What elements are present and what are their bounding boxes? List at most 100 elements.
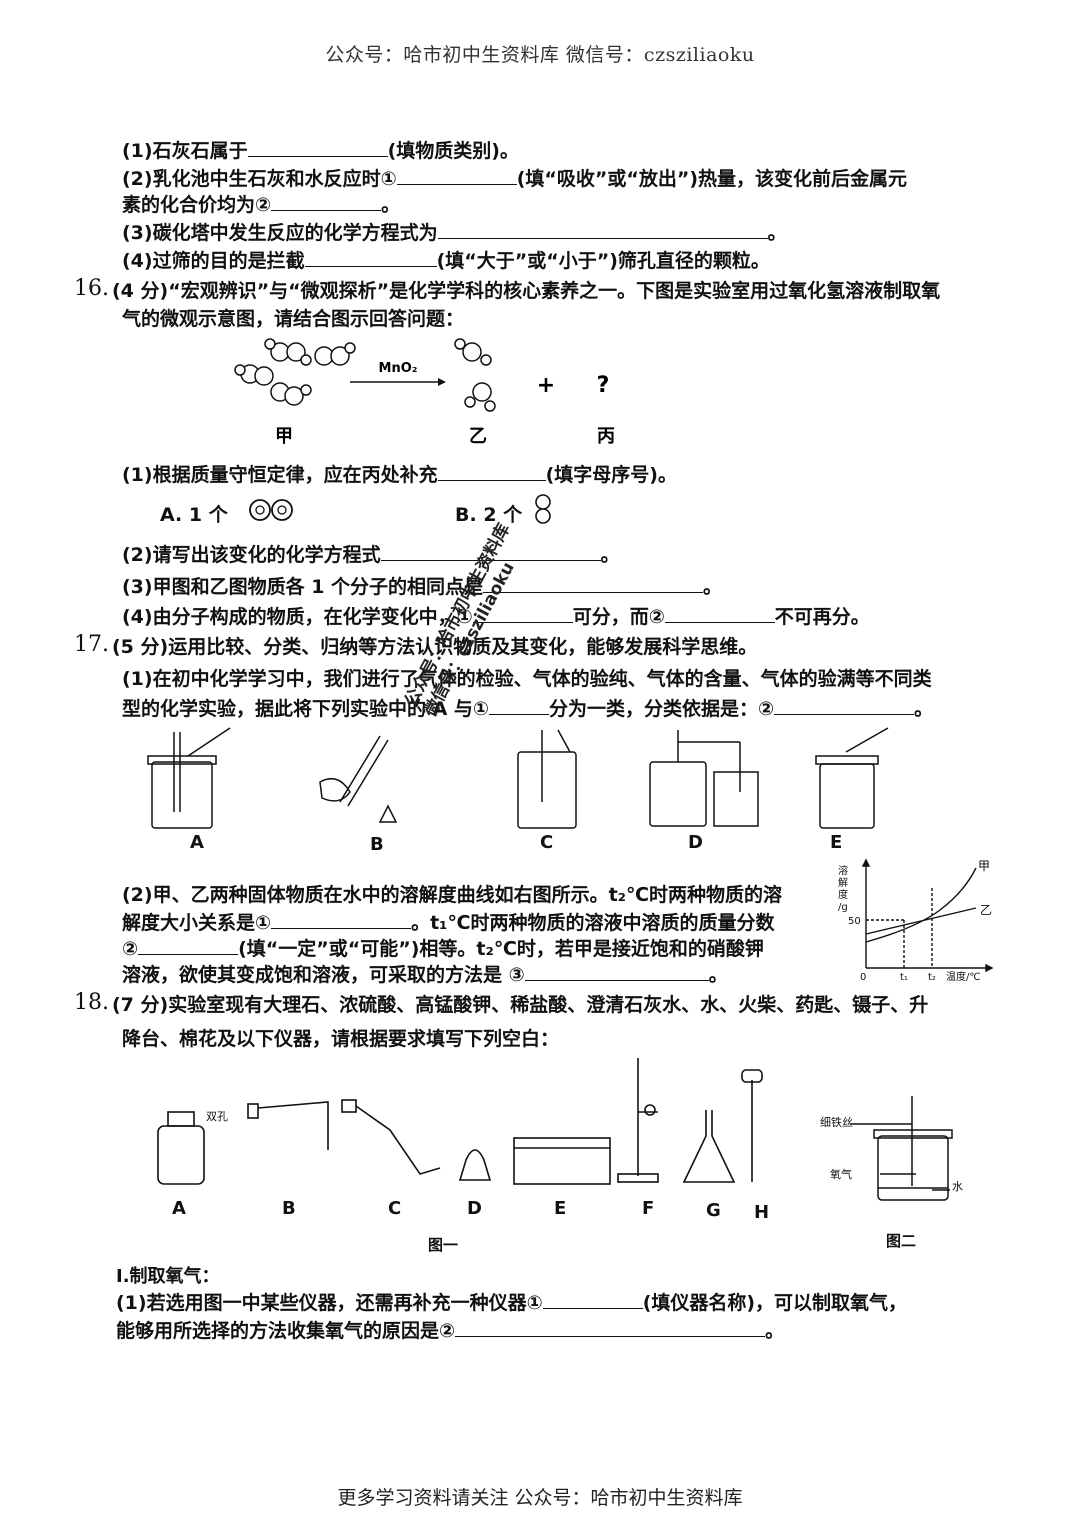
- svg-text:细铁丝: 细铁丝: [820, 1116, 853, 1129]
- apparatus-a: [147, 727, 231, 829]
- q16-sub1: (1)根据质量守恒定律，应在丙处补充(填字母序号)。: [122, 462, 677, 486]
- q17-number: 17.: [74, 632, 109, 657]
- instrument-h: [741, 1069, 763, 1182]
- svg-text:/g: /g: [838, 902, 848, 913]
- apparatus-label-b: B: [370, 834, 384, 855]
- instrument-label-e: E: [554, 1198, 567, 1219]
- svg-text:t₂: t₂: [928, 972, 936, 983]
- apparatus-e: [815, 727, 889, 829]
- q16-stem-line2: 气的微观示意图，请结合图示回答问题：: [122, 308, 465, 330]
- q15-blank2[interactable]: [396, 166, 517, 185]
- q15-line5: (4)过筛的目的是拦截(填“大于”或“小于”)筛孔直径的颗粒。: [122, 248, 770, 272]
- svg-text:氧气: 氧气: [830, 1167, 852, 1181]
- svg-text:解: 解: [838, 876, 848, 889]
- q16-blank4[interactable]: [472, 604, 573, 623]
- q15-line3: 素的化合价均为②。: [122, 192, 401, 216]
- curve-yi: [865, 907, 977, 935]
- q15-line2: (2)乳化池中生石灰和水反应时①(填“吸收”或“放出”)热量，该变化前后金属元: [122, 166, 908, 190]
- instrument-d: [458, 1149, 492, 1181]
- q17-sub2-line3: ②(填“一定”或“可能”)相等。t₂℃时，若甲是接近饱和的硝酸钾: [122, 936, 764, 960]
- q17-blank4[interactable]: [138, 936, 239, 955]
- q15-blank1[interactable]: [247, 138, 388, 157]
- q17-blank5[interactable]: [524, 962, 709, 981]
- q17-blank3[interactable]: [271, 910, 412, 929]
- q17-sub2-line1: (2)甲、乙两种固体物质在水中的溶解度曲线如右图所示。t₂℃时两种物质的溶: [122, 884, 783, 906]
- svg-text:乙: 乙: [980, 903, 992, 917]
- q16-sub3: (3)甲图和乙图物质各 1 个分子的相同点是。: [122, 574, 723, 598]
- instrument-label-g: G: [706, 1200, 721, 1221]
- svg-text:温度/℃: 温度/℃: [946, 970, 981, 983]
- h2-molecule-icon: [535, 494, 551, 524]
- q15-blank3[interactable]: [271, 192, 382, 211]
- figure-1-caption: 图一: [428, 1236, 459, 1254]
- q17-sub1-line1: (1)在初中化学学习中，我们进行了气体的检验、气体的验纯、气体的含量、气体的验满…: [122, 668, 932, 690]
- q18-sub1-line2: 能够用所选择的方法收集氧气的原因是②。: [116, 1318, 785, 1342]
- q17-blank2[interactable]: [774, 696, 915, 715]
- apparatus-b: [319, 735, 398, 823]
- tick-50: 50: [848, 916, 861, 927]
- instrument-label-h: H: [754, 1202, 770, 1223]
- curve-jia: [865, 867, 977, 943]
- solubility-curve-graph: 50 0 t₁ t₂ 温度/℃ 溶解度/g 甲 乙: [838, 858, 994, 983]
- q17-sub2-line2: 解度大小关系是①。t₁℃时两种物质的溶液中溶质的质量分数: [122, 910, 775, 934]
- h2o2-molecule: [234, 364, 274, 386]
- figure-2-caption: 图二: [886, 1232, 917, 1250]
- instrument-b: 双孔: [206, 1101, 329, 1150]
- apparatus-label-c: C: [540, 832, 554, 853]
- plus-sign: +: [537, 373, 555, 398]
- label-yi: 乙: [469, 426, 487, 447]
- instrument-e: [513, 1137, 611, 1185]
- option-b: B. 2 个: [455, 504, 523, 526]
- q16-blank3[interactable]: [483, 574, 704, 593]
- q18-number: 18.: [74, 990, 109, 1015]
- svg-text:t₁: t₁: [900, 972, 908, 983]
- q18-blank1[interactable]: [542, 1290, 643, 1309]
- apparatus-label-d: D: [688, 832, 703, 853]
- q16-blank5[interactable]: [664, 604, 775, 623]
- instrument-label-a: A: [172, 1198, 186, 1219]
- q16-number: 16.: [74, 276, 109, 301]
- instrument-a: [157, 1111, 205, 1185]
- svg-text:甲: 甲: [978, 859, 990, 873]
- q16-stem-line1: (4 分)“宏观辨识”与“微观探析”是化学学科的核心素养之一。下图是实验室用过氧…: [112, 280, 941, 302]
- q18-stem-line2: 降台、棉花及以下仪器，请根据要求填写下列空白：: [122, 1028, 560, 1050]
- svg-text:水: 水: [952, 1180, 963, 1193]
- instrument-g: [682, 1110, 736, 1183]
- svg-text:度: 度: [838, 888, 848, 901]
- q16-blank2[interactable]: [380, 542, 601, 561]
- q18-part1-heading: Ⅰ.制取氧气：: [116, 1266, 220, 1287]
- water-molecule: [454, 338, 492, 366]
- q16-blank1[interactable]: [437, 462, 546, 481]
- page-footer: 更多学习资料请关注 公众号：哈市初中生资料库: [337, 1487, 743, 1509]
- q17-stem: (5 分)运用比较、分类、归纳等方法认识物质及其变化，能够发展科学思维。: [112, 636, 758, 658]
- water-molecule: [464, 382, 496, 412]
- instrument-set: 双孔: [157, 1058, 763, 1185]
- instrument-f: [617, 1058, 659, 1183]
- h2o2-molecule: [264, 338, 312, 366]
- svg-text:双孔: 双孔: [206, 1110, 228, 1123]
- question-mark: ?: [597, 373, 610, 398]
- page-header: 公众号：哈市初中生资料库 微信号：czsziliaoku: [325, 44, 755, 66]
- q18-blank2[interactable]: [455, 1318, 766, 1337]
- instrument-label-c: C: [388, 1198, 402, 1219]
- apparatus-label-e: E: [830, 832, 843, 853]
- label-bing: 丙: [597, 426, 615, 447]
- q15-blank5[interactable]: [304, 248, 437, 267]
- instrument-c: [341, 1099, 441, 1175]
- label-jia: 甲: [275, 426, 293, 447]
- q17-blank1[interactable]: [489, 696, 550, 715]
- q15-line1: (1)石灰石属于(填物质类别)。: [122, 138, 519, 162]
- apparatus-label-a: A: [190, 832, 204, 853]
- q18-stem-line1: (7 分)实验室现有大理石、浓硫酸、高锰酸钾、稀盐酸、澄清石灰水、水、火柴、药匙…: [112, 994, 929, 1016]
- q15-blank4[interactable]: [437, 220, 768, 239]
- o2-molecule-icon: [249, 499, 293, 521]
- option-a: A. 1 个: [160, 504, 228, 526]
- gas-experiments: [147, 727, 889, 829]
- q17-sub2-line4: 溶液，欲使其变成饱和溶液，可采取的方法是 ③。: [122, 962, 728, 986]
- catalyst-label: MnO₂: [379, 361, 418, 376]
- svg-text:溶: 溶: [838, 864, 848, 877]
- h2o2-molecule: [270, 382, 312, 406]
- instrument-label-b: B: [282, 1198, 296, 1219]
